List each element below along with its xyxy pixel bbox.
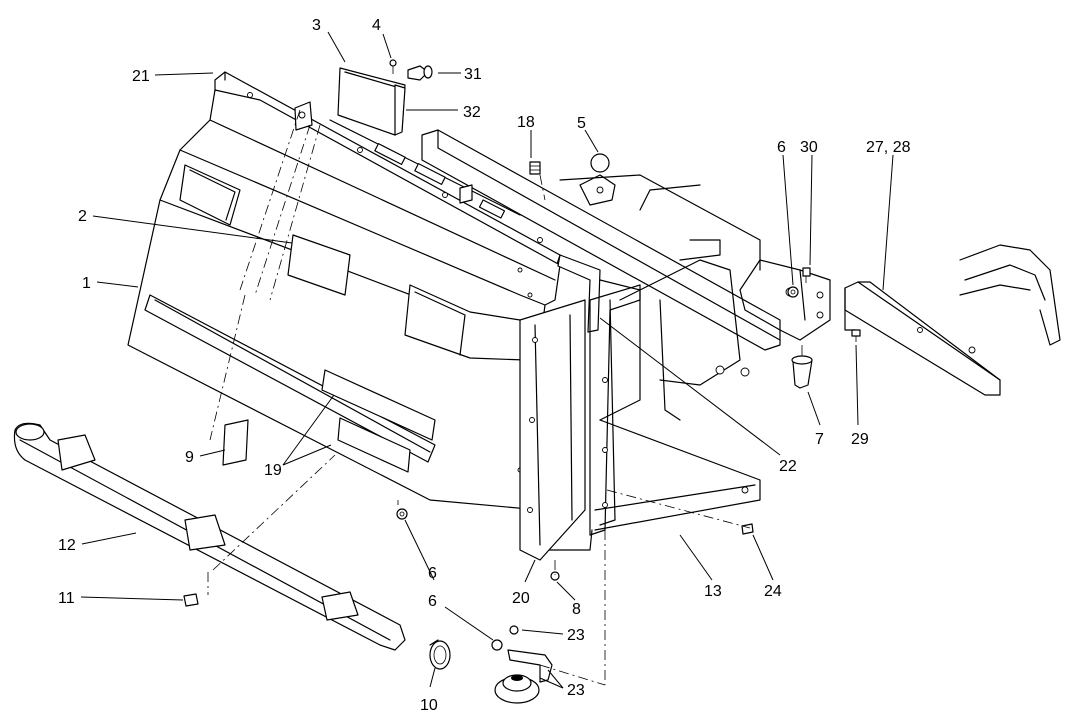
- callout-21: 21: [132, 68, 150, 85]
- pin-18: [529, 161, 541, 175]
- callout-19: 19: [264, 462, 282, 479]
- light-3: [337, 67, 406, 136]
- callout-3: 3: [312, 17, 321, 34]
- callout-18: 18: [517, 114, 535, 131]
- side-panel: [589, 284, 641, 536]
- callout-8: 8: [572, 601, 581, 618]
- screw-8: [550, 571, 560, 581]
- callout-27-28: 27, 28: [866, 139, 911, 156]
- callout-24: 24: [764, 583, 782, 600]
- screw-4: [389, 59, 397, 74]
- hood-panel-1: [127, 89, 561, 511]
- callout-1: 1: [82, 275, 91, 292]
- callout-22: 22: [779, 458, 797, 475]
- mount-bracket-30: [739, 259, 831, 341]
- nut-6-lower: [491, 639, 503, 651]
- nut-6-upper: [787, 286, 799, 298]
- leader-lines: [80, 31, 894, 689]
- callout-32: 32: [463, 104, 481, 121]
- callout-30: 30: [800, 139, 818, 156]
- callout-29: 29: [851, 431, 869, 448]
- callout-6-upper: 6: [777, 139, 786, 156]
- callout-4: 4: [372, 17, 381, 34]
- frame-rail: [421, 129, 781, 551]
- callout-23-upper: 23: [567, 627, 585, 644]
- screw-24: [741, 523, 754, 535]
- vertical-support-20: [519, 299, 586, 561]
- screw-30: [802, 267, 811, 283]
- bumper-12: [13, 422, 406, 651]
- callout-2: 2: [78, 208, 87, 225]
- callout-6-lower: 6: [428, 593, 437, 610]
- side-bracket-27-28: [844, 281, 1001, 396]
- bolt-11: [183, 593, 199, 607]
- callout-20: 20: [512, 590, 530, 607]
- callout-11: 11: [58, 590, 75, 607]
- callout-13: 13: [704, 583, 722, 600]
- nut-6-middle: [396, 508, 408, 520]
- alignment-lines: [207, 109, 751, 686]
- screw-29: [851, 329, 861, 342]
- cross-member: [599, 279, 681, 526]
- callout-6-middle: 6: [428, 565, 437, 582]
- fender: [959, 244, 1061, 346]
- callout-23-lower: 23: [567, 682, 585, 699]
- callout-labels: 1 2 3 4 5 6 6 6 7 8 9 10 11 12 13 18 19 …: [58, 17, 911, 714]
- callout-9: 9: [185, 449, 194, 466]
- bumper-7: [791, 345, 813, 389]
- callout-31: 31: [464, 66, 482, 83]
- callout-5: 5: [577, 115, 586, 132]
- nut-23: [509, 625, 519, 635]
- callout-7: 7: [815, 431, 824, 448]
- decal-9: [222, 419, 249, 466]
- horn: [494, 649, 553, 704]
- plug-10: [429, 639, 451, 670]
- callout-12: 12: [58, 537, 76, 554]
- bulb-31: [407, 65, 433, 81]
- knob-5: [579, 153, 616, 206]
- callout-10: 10: [420, 697, 438, 714]
